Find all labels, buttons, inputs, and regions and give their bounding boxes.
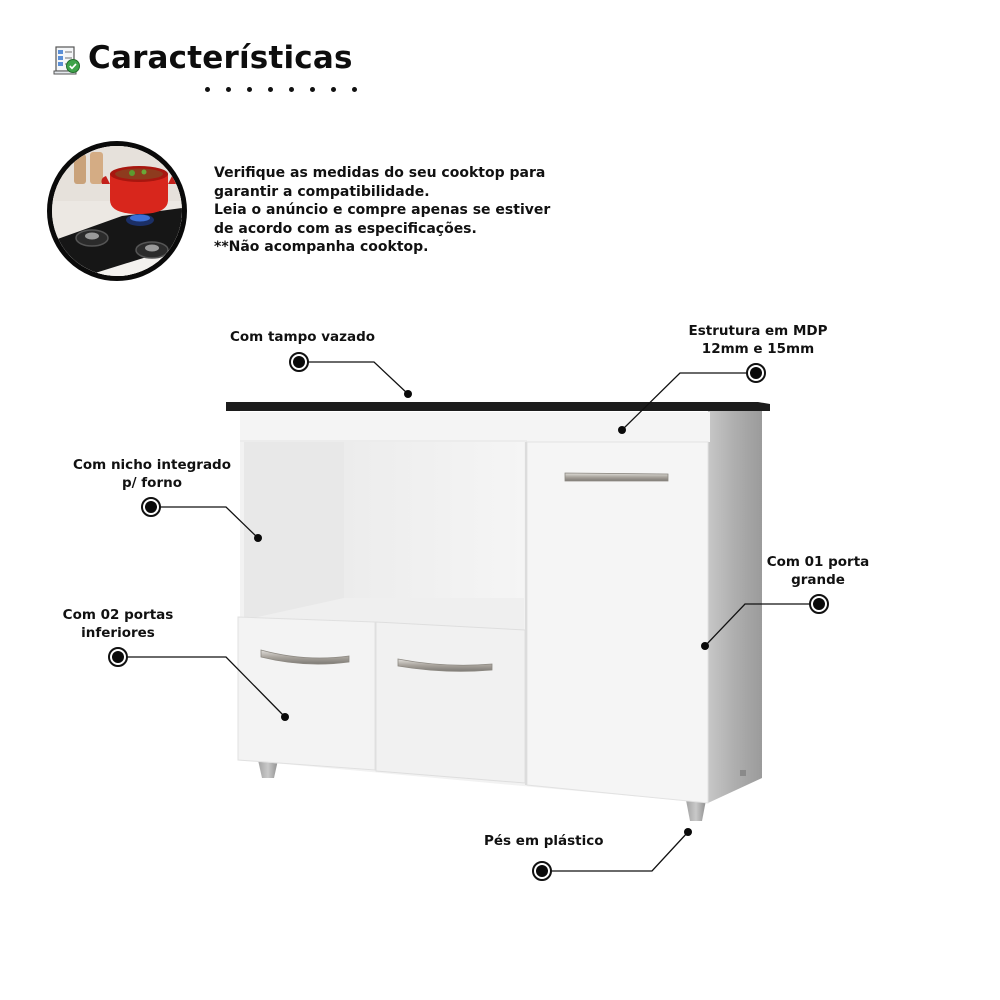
feature-label-line: Com nicho integrado — [73, 457, 231, 473]
notice-line: Verifique as medidas do seu cooktop para — [214, 165, 546, 181]
feature-marker-nicho[interactable] — [141, 497, 161, 517]
feature-label-line: Com 02 portas — [62, 607, 174, 623]
cooktop-with-red-pot-image — [47, 141, 187, 281]
feature-label-line: Com 01 porta — [766, 554, 870, 570]
feature-label-line: 12mm e 15mm — [701, 340, 815, 357]
feature-label-line: p/ forno — [122, 474, 182, 491]
feature-label-line: Estrutura em MDP — [688, 323, 828, 339]
feature-label-line: Pés em plástico — [484, 833, 604, 849]
notice-line: Leia o anúncio e compre apenas se estive… — [214, 202, 551, 219]
feature-marker-portas-inferiores[interactable] — [108, 647, 128, 667]
compatibility-notice: Verifique as medidas do seu cooktop para… — [214, 164, 554, 257]
feature-label-portas-inferiores: Com 02 portas inferiores — [58, 607, 178, 642]
feature-label-line: inferiores — [81, 624, 155, 641]
feature-label-estrutura: Estrutura em MDP 12mm e 15mm — [688, 323, 828, 358]
checklist-icon — [53, 46, 81, 76]
feature-marker-estrutura[interactable] — [746, 363, 766, 383]
feature-marker-porta-grande[interactable] — [809, 594, 829, 614]
notice-line: de acordo com as especificações. — [214, 220, 477, 237]
title-divider-dots — [205, 87, 357, 95]
feature-label-nicho: Com nicho integrado p/ forno — [72, 457, 232, 492]
notice-line: **Não acompanha cooktop. — [214, 239, 429, 256]
feature-label-line: grande — [791, 571, 845, 588]
feature-label-line: Com tampo vazado — [230, 329, 376, 345]
feature-label-tampo: Com tampo vazado — [230, 329, 375, 347]
feature-marker-tampo[interactable] — [289, 352, 309, 372]
page-title: Características — [88, 40, 353, 76]
feature-label-porta-grande: Com 01 porta grande — [766, 554, 870, 589]
feature-marker-pes[interactable] — [532, 861, 552, 881]
notice-line: garantir a compatibilidade. — [214, 183, 430, 200]
feature-label-pes: Pés em plástico — [484, 833, 604, 851]
